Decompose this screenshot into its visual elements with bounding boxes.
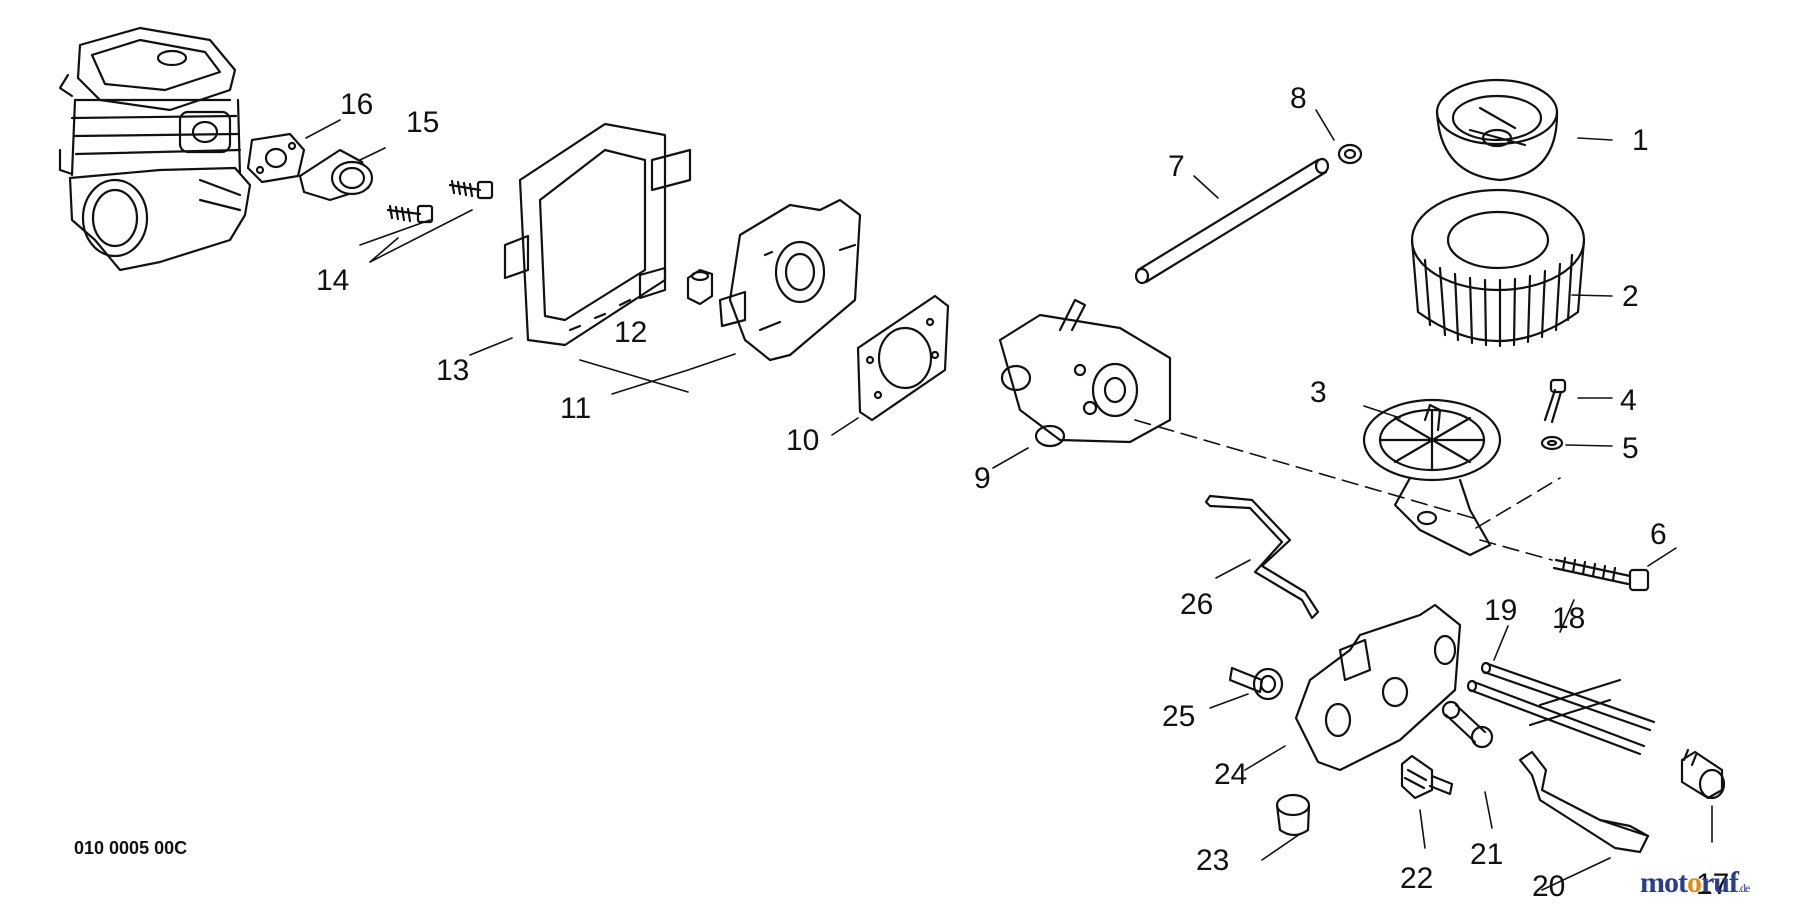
watermark-suffix: ruf: [1700, 866, 1739, 899]
label-6: 6: [1650, 518, 1667, 551]
label-22: 22: [1400, 862, 1433, 895]
label-4: 4: [1620, 384, 1637, 417]
primer-17: [1680, 748, 1726, 800]
leader-lines: [305, 109, 1713, 891]
rod-26: [1204, 494, 1320, 620]
label-3: 3: [1310, 376, 1327, 409]
lever-20: [1518, 750, 1650, 854]
label-14: 14: [316, 264, 349, 297]
gasket-16: [246, 132, 306, 184]
watermark-logo: motoruf.de: [1640, 866, 1750, 900]
label-18: 18: [1552, 602, 1585, 635]
label-13: 13: [436, 354, 469, 387]
label-8: 8: [1290, 82, 1307, 115]
label-26: 26: [1180, 588, 1213, 621]
label-5: 5: [1622, 432, 1639, 465]
handle-24: [1294, 603, 1462, 772]
assembly-lines: [1134, 419, 1561, 561]
rods-18-19: [1466, 661, 1656, 756]
label-11: 11: [560, 392, 591, 425]
valve-22: [1400, 754, 1454, 800]
label-16: 16: [340, 88, 373, 121]
bracket-11: [718, 198, 862, 362]
ring-8: [1337, 143, 1363, 165]
label-24: 24: [1214, 758, 1247, 791]
watermark-prefix: mot: [1640, 866, 1688, 899]
label-7: 7: [1168, 150, 1185, 183]
label-1: 1: [1632, 124, 1649, 157]
carburetor-9: [998, 298, 1172, 448]
label-2: 2: [1622, 280, 1639, 313]
label-19: 19: [1484, 594, 1517, 627]
label-21: 21: [1470, 838, 1503, 871]
label-10: 10: [786, 424, 819, 457]
cylinder-part: [58, 26, 252, 272]
label-15: 15: [406, 106, 439, 139]
watermark-domain: .de: [1737, 881, 1750, 895]
part-labels: 1 2 3 4 5 6 7 8 9 10 11 12 13 14 15 16 1…: [316, 82, 1729, 903]
washer-5: [1540, 435, 1564, 451]
label-20: 20: [1532, 870, 1565, 903]
screw-4: [1543, 378, 1567, 424]
reference-code: 010 0005 00C: [74, 838, 188, 858]
label-12: 12: [614, 316, 647, 349]
bushing-23: [1275, 793, 1311, 837]
nut-12: [686, 268, 714, 306]
tube-7: [1134, 157, 1330, 285]
label-17: 17: [1696, 868, 1729, 901]
sleeve-21: [1441, 700, 1494, 749]
frame-13: [503, 122, 692, 347]
bolt-6: [1552, 556, 1650, 592]
air-filter-2: [1410, 188, 1586, 348]
switch-25: [1228, 666, 1284, 701]
watermark-middle: o: [1686, 866, 1702, 899]
intake-15: [298, 148, 374, 202]
filter-base-3: [1362, 398, 1502, 557]
label-25: 25: [1162, 700, 1195, 733]
label-9: 9: [974, 462, 991, 495]
screws-14: [386, 179, 494, 224]
label-23: 23: [1196, 844, 1229, 877]
gasket-10: [856, 294, 950, 422]
filter-cover-1: [1435, 78, 1559, 182]
